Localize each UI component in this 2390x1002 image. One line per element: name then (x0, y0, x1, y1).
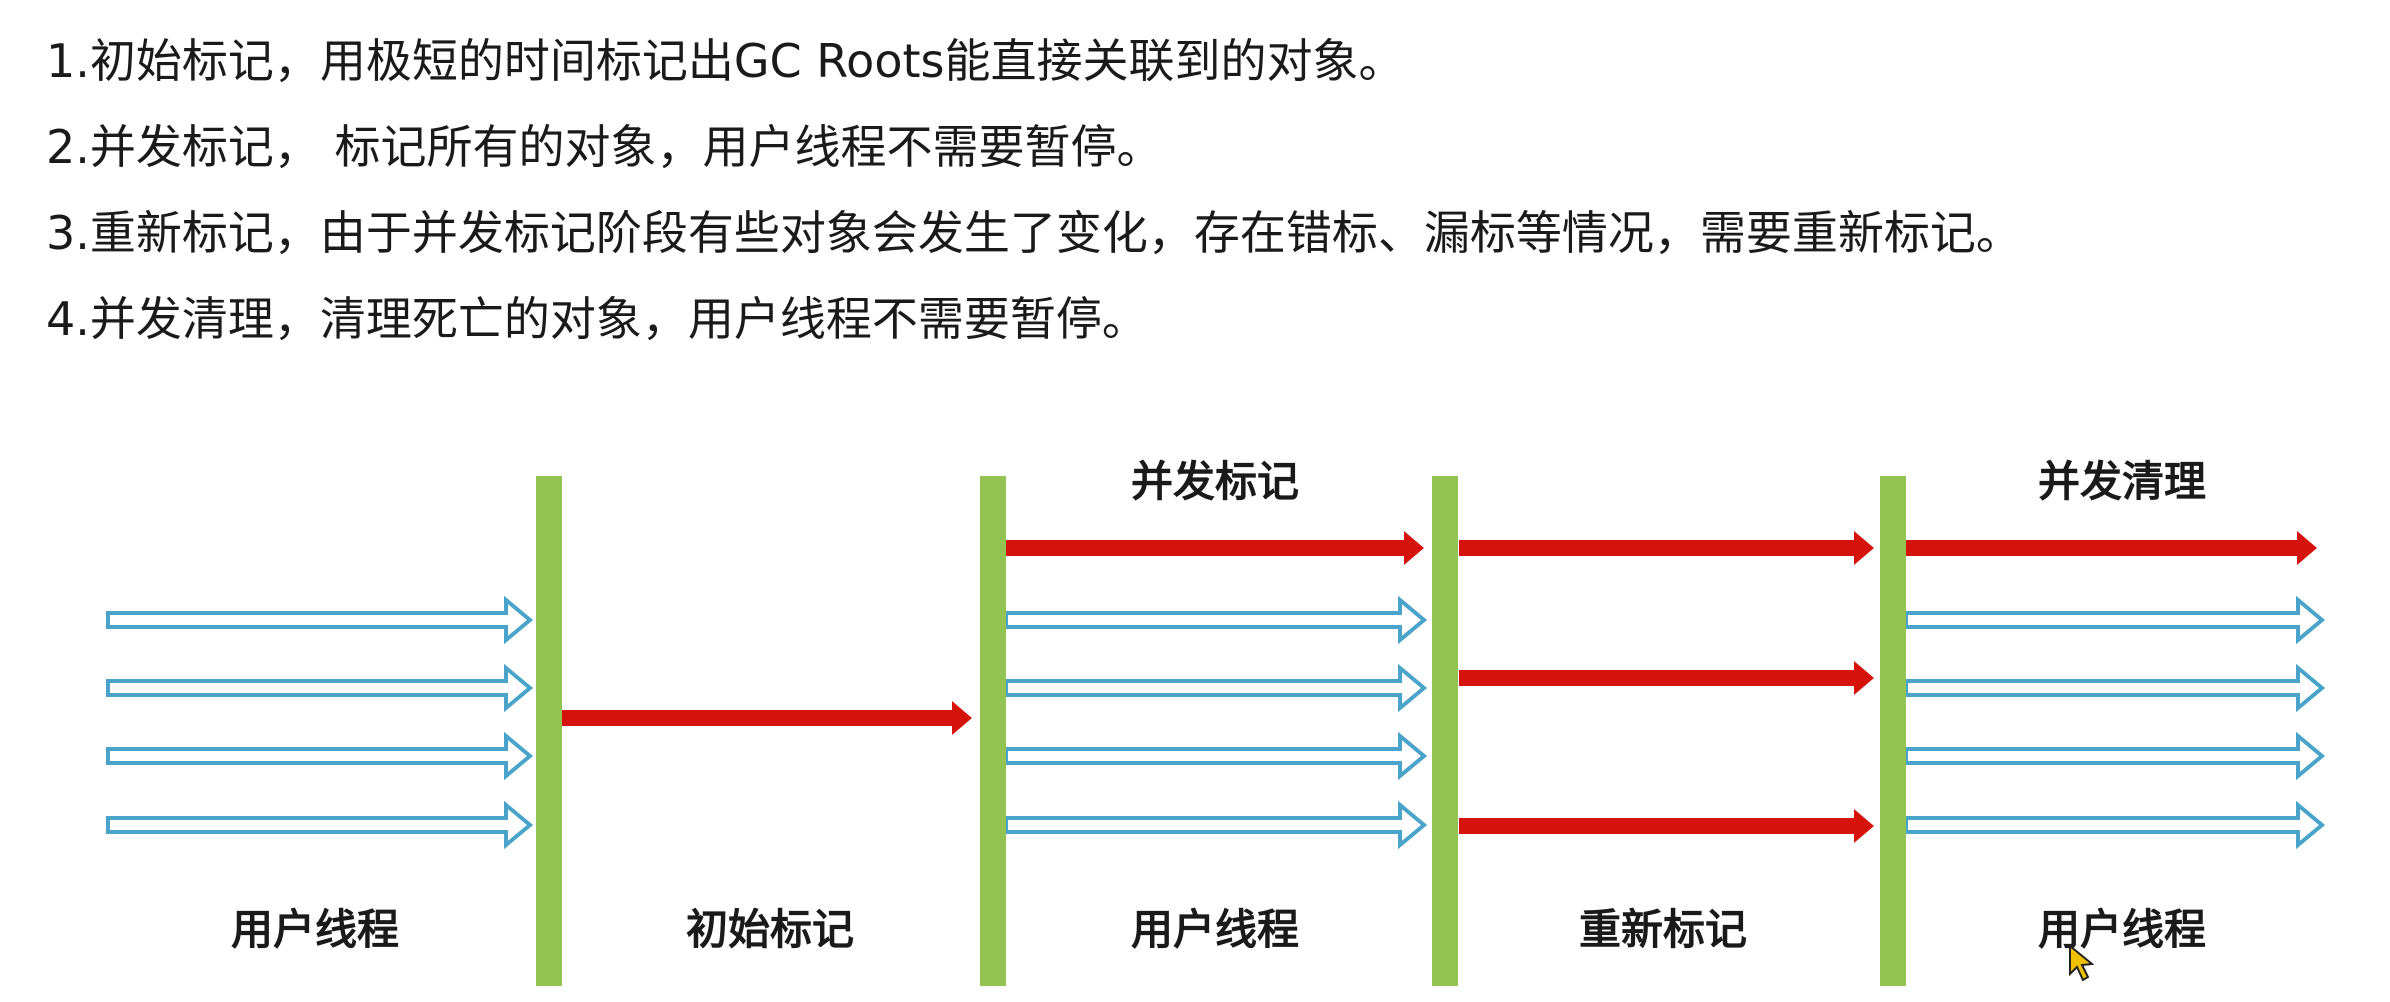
user-thread-arrow-s1-4 (106, 800, 534, 850)
gc-thread-arrow-concurrent-mark (1006, 531, 1424, 565)
gc-thread-arrow-initial-mark (557, 701, 972, 735)
step-2: 2.并发标记， 标记所有的对象，用户线程不需要暂停。 (46, 120, 1163, 174)
diagram-marks (106, 476, 2326, 986)
label-user-thread-1: 用户线程 (231, 905, 399, 954)
mouse-cursor-icon (2069, 943, 2095, 982)
gc-thread-arrow-remark-1 (1459, 531, 1874, 565)
user-thread-arrow-s1-3 (106, 731, 534, 781)
label-user-thread-3: 用户线程 (2038, 905, 2206, 954)
gc-thread-arrow-concurrent-sweep (1906, 531, 2317, 565)
label-concurrent-mark: 并发标记 (1131, 457, 1299, 506)
phase-boundary-bar-3 (1432, 476, 1458, 986)
label-initial-mark: 初始标记 (686, 905, 854, 954)
label-remark: 重新标记 (1579, 905, 1747, 954)
phase-boundary-bar-1 (536, 476, 562, 986)
phase-boundary-bar-2 (980, 476, 1006, 986)
user-thread-arrow-s3-3 (1004, 731, 1428, 781)
gc-thread-arrow-remark-3 (1459, 809, 1874, 843)
user-thread-arrow-s1-2 (106, 663, 534, 713)
step-4: 4.并发清理，清理死亡的对象，用户线程不需要暂停。 (46, 292, 1148, 346)
step-3: 3.重新标记，由于并发标记阶段有些对象会发生了变化，存在错标、漏标等情况，需要重… (46, 206, 2022, 260)
label-concurrent-sweep: 并发清理 (2038, 457, 2206, 506)
step-list: 1.初始标记，用极短的时间标记出GC Roots能直接关联到的对象。 2.并发标… (46, 18, 2022, 362)
user-thread-arrow-s5-1 (1904, 595, 2326, 645)
gc-thread-arrow-remark-2 (1459, 661, 1874, 695)
phase-boundary-bar-4 (1880, 476, 1906, 986)
user-thread-arrow-s5-2 (1904, 663, 2326, 713)
user-thread-arrow-s5-3 (1904, 731, 2326, 781)
step-1: 1.初始标记，用极短的时间标记出GC Roots能直接关联到的对象。 (46, 34, 1405, 88)
user-thread-arrow-s1-1 (106, 595, 534, 645)
user-thread-arrow-s3-1 (1004, 595, 1428, 645)
label-user-thread-2: 用户线程 (1131, 905, 1299, 954)
user-thread-arrow-s3-4 (1004, 800, 1428, 850)
user-thread-arrow-s3-2 (1004, 663, 1428, 713)
user-thread-arrow-s5-4 (1904, 800, 2326, 850)
